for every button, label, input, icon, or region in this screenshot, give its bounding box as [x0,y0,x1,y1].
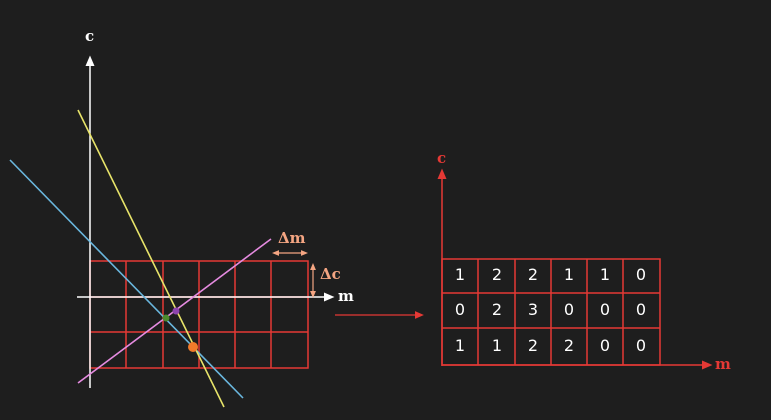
accumulator-cell: 0 [455,300,465,319]
accumulator-cell: 2 [564,336,574,355]
accumulator-cell: 1 [564,265,574,284]
left-x-axis-label: m [338,287,354,305]
intersection-point-purple [172,307,180,315]
delta-c-label: Δc [320,265,341,283]
accumulator-cell: 2 [492,265,502,284]
accumulator-cell: 0 [636,336,646,355]
accumulator-cell: 3 [528,300,538,319]
accumulator-cell: 1 [492,336,502,355]
delta-m-label: Δm [278,229,306,247]
accumulator-cell: 1 [455,265,465,284]
accumulator-cell: 2 [528,265,538,284]
intersection-point-orange [188,342,198,352]
blue-line [9,159,244,399]
accumulator-grid [441,258,661,366]
accumulator-cell: 0 [564,300,574,319]
accumulator-cell: 0 [600,336,610,355]
accumulator-cell: 1 [455,336,465,355]
accumulator-cell: 2 [528,336,538,355]
accumulator-cell: 1 [600,265,610,284]
left-y-axis-label: c [85,27,94,45]
right-x-axis-label: m [715,355,731,373]
yellow-line [77,109,225,408]
intersection-point-green [162,314,170,322]
right-y-axis-label: c [437,149,446,167]
accumulator-cell: 0 [600,300,610,319]
right-panel: c m 1 2 2 1 1 0 0 2 3 0 0 0 1 1 [437,149,731,373]
accumulator-values: 1 2 2 1 1 0 0 2 3 0 0 0 1 1 2 2 0 0 [455,265,646,355]
left-panel: c m Δm Δc [9,27,354,408]
accumulator-cell: 0 [636,300,646,319]
accumulator-cell: 2 [492,300,502,319]
accumulator-cell: 0 [636,265,646,284]
